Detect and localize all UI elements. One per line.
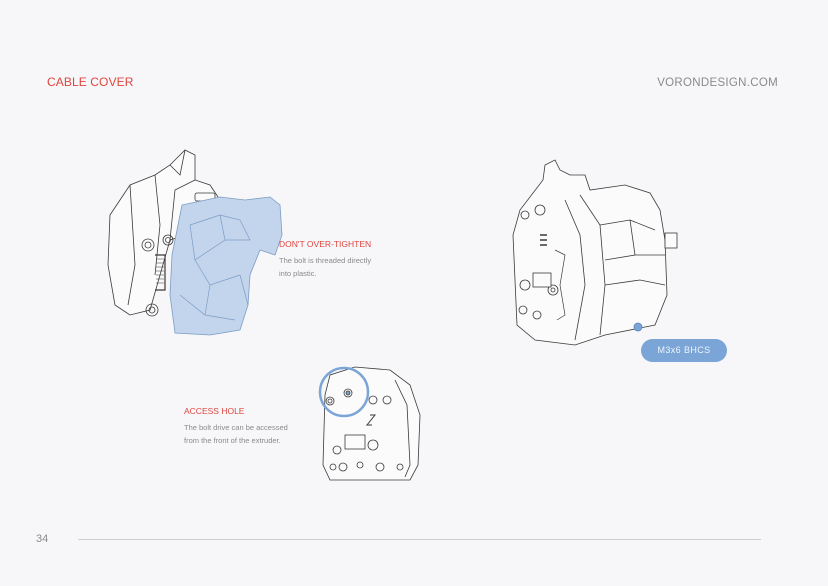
- website-label: VORONDESIGN.COM: [657, 77, 778, 89]
- note-body-line: The bolt drive can be accessed: [184, 423, 288, 432]
- extruder-front-illustration: [318, 366, 421, 481]
- footer-divider: [78, 539, 761, 540]
- note-access-hole: ACCESS HOLE The bolt drive can be access…: [184, 406, 314, 447]
- bolt-callout-badge: M3x6 BHCS: [641, 339, 727, 362]
- note-body-line: The bolt is threaded directly: [279, 256, 372, 265]
- note-body-line: from the front of the extruder.: [184, 436, 281, 445]
- section-title: CABLE COVER: [47, 75, 134, 89]
- note-title: DON'T OVER-TIGHTEN: [279, 239, 372, 249]
- note-dont-over-tighten: DON'T OVER-TIGHTEN The bolt is threaded …: [279, 239, 409, 280]
- note-body: The bolt drive can be accessed from the …: [184, 421, 314, 447]
- page-number: 34: [36, 533, 49, 545]
- extruder-assembled-illustration: [512, 159, 678, 346]
- note-title: ACCESS HOLE: [184, 406, 245, 416]
- note-body-line: into plastic.: [279, 269, 317, 278]
- extruder-exploded-illustration: [107, 149, 283, 336]
- note-body: The bolt is threaded directly into plast…: [279, 254, 409, 280]
